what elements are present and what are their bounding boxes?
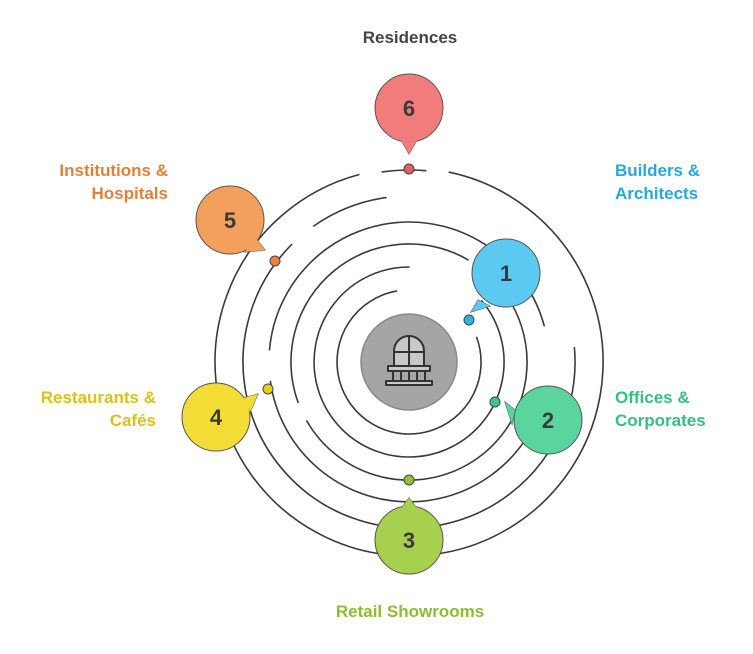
label-line: Hospitals	[91, 184, 168, 203]
orbit-dot	[269, 255, 281, 267]
bubble-circle	[471, 238, 541, 308]
orbit-arc	[313, 266, 505, 458]
label-5: Institutions & Hospitals	[16, 159, 168, 205]
bubble-number: 5	[224, 208, 236, 233]
label-line: Retail Showrooms	[335, 602, 485, 621]
label-line: Offices &	[615, 388, 690, 407]
bubble-number: 2	[542, 408, 554, 433]
orbit-arc	[290, 243, 469, 404]
bubble-tail-cover	[400, 498, 418, 510]
orbit-arc	[269, 380, 545, 503]
label-line: Institutions &	[59, 161, 168, 180]
label-line: Architects	[615, 184, 699, 203]
bubble-tail-cover	[505, 402, 515, 424]
orbit-dot	[403, 474, 415, 486]
bubble-tail-cover	[400, 138, 418, 154]
bubble-tail-cover	[471, 300, 490, 312]
label-2: Offices & Corporates	[615, 386, 745, 432]
orbit-dot	[262, 383, 274, 395]
orbit-arc	[336, 290, 482, 435]
label-line: Corporates	[615, 411, 706, 430]
label-line: Builders &	[615, 161, 701, 180]
orbit-dot	[463, 314, 475, 326]
bubble-5: 5	[195, 185, 266, 255]
label-6: Residences	[320, 26, 500, 49]
bubble-4: 4	[181, 382, 259, 452]
label-line: Residences	[362, 28, 458, 47]
bubble-number: 4	[210, 405, 223, 430]
bubble-number: 6	[403, 96, 415, 121]
balcony-building-icon	[385, 335, 433, 386]
bubble-number: 1	[500, 261, 512, 286]
numbered-bubbles: 1 2 3 4 5 6	[181, 73, 583, 575]
bubble-1: 1	[469, 238, 541, 313]
label-1: Builders & Architects	[615, 159, 745, 205]
bubble-3: 3	[374, 497, 444, 575]
bubble-number: 3	[403, 528, 415, 553]
orbit-dot	[403, 163, 415, 175]
label-line: Restaurants &	[40, 388, 156, 407]
orbit-arc	[313, 196, 387, 227]
bubble-tail-cover	[245, 236, 265, 252]
label-line: Cafés	[109, 411, 156, 430]
bubble-6: 6	[374, 73, 444, 156]
bubble-tail-cover	[244, 394, 258, 412]
label-3: Retail Showrooms	[300, 600, 520, 623]
bubble-circle	[181, 382, 251, 452]
bubble-circle	[195, 185, 265, 255]
label-4: Restaurants & Cafés	[16, 386, 156, 432]
bubble-2: 2	[504, 385, 583, 455]
orbit-arc	[306, 285, 528, 481]
orbit-dot	[489, 396, 501, 408]
center-hub	[360, 313, 458, 411]
bubble-circle	[513, 385, 583, 455]
